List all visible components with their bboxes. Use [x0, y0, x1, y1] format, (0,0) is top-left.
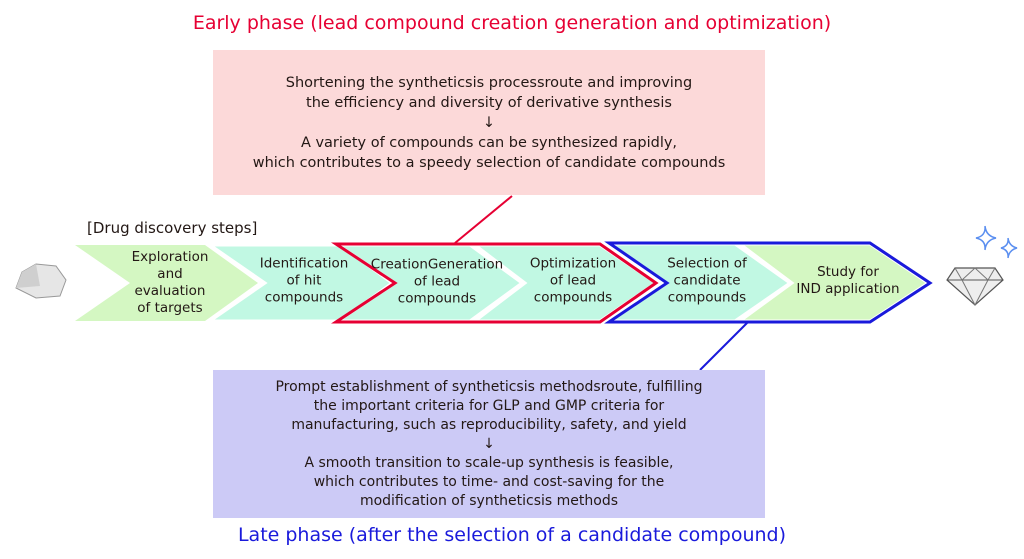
chevron-step-1	[75, 245, 258, 321]
early-phase-outline	[331, 242, 659, 324]
early-arrow: ↓	[482, 114, 496, 131]
diamond-icon	[946, 267, 1004, 307]
late-phase-title: Late phase (after the selection of a can…	[237, 524, 787, 546]
early-line: which contributes to a speedy selection …	[252, 154, 726, 171]
late-line: which contributes to time- and cost-savi…	[313, 473, 665, 490]
late-line: A smooth transition to scale-up synthesi…	[304, 454, 674, 471]
early-line: the efficiency and diversity of derivati…	[306, 94, 672, 111]
late-phase-box: Prompt establishment of syntheticsis met…	[213, 370, 765, 518]
late-arrow: ↓	[483, 435, 495, 452]
early-phase-box: Shortening the syntheticsis processroute…	[213, 50, 765, 195]
sparkle-icon	[975, 225, 1018, 259]
early-line: A variety of compounds can be synthesize…	[300, 134, 678, 151]
early-phase-title: Early phase (lead compound creation gene…	[192, 12, 832, 34]
early-line: Shortening the syntheticsis processroute…	[285, 74, 693, 91]
steps-label: [Drug discovery steps]	[87, 219, 258, 237]
late-line: Prompt establishment of syntheticsis met…	[275, 378, 703, 395]
late-line: the important criteria for GLP and GMP c…	[313, 397, 665, 414]
late-line: manufacturing, such as reproducibility, …	[291, 416, 687, 433]
late-phase-outline	[604, 241, 933, 324]
early-callout-line	[454, 195, 513, 244]
late-line: modification of syntheticsis methods	[359, 492, 619, 509]
late-callout-line	[699, 321, 749, 371]
rough-stone-icon	[15, 263, 67, 299]
